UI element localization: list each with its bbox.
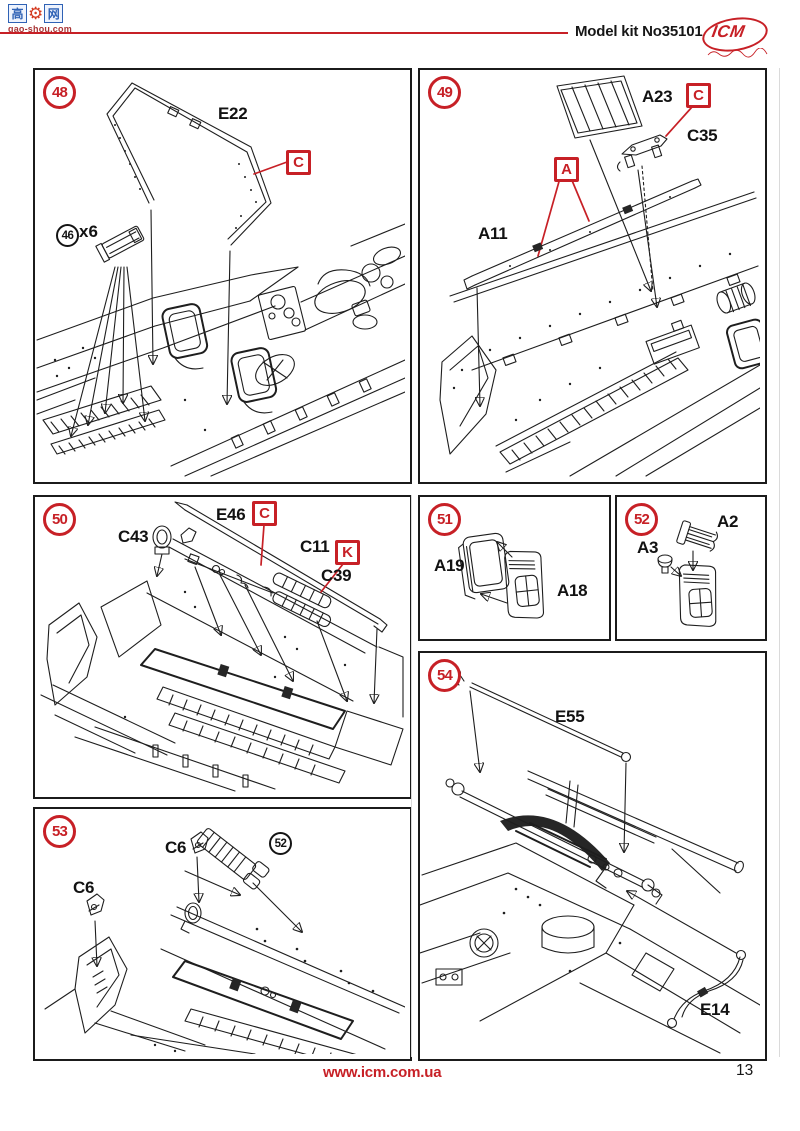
part-label-c35: C35 <box>687 126 718 145</box>
clamp-c43 <box>152 525 172 555</box>
clamp-c6-left <box>86 893 105 916</box>
chassis-drawing <box>40 538 404 792</box>
callout-c-50: C <box>252 501 277 526</box>
kit-number: Model kit No35101 <box>575 23 703 40</box>
bracket-c35 <box>616 134 668 172</box>
part-label-a3: A3 <box>637 538 659 557</box>
step-number-48: 48 <box>43 76 76 109</box>
step-50-panel: 50 C43 E46 C C11 K C39 <box>33 495 412 799</box>
step-53-panel: 53 C6 C6 52 <box>33 807 412 1061</box>
watermark-char-left: 高 <box>8 4 27 23</box>
part-label-a2: A2 <box>717 512 739 531</box>
step52-artwork <box>657 520 718 627</box>
jerrycan <box>678 564 717 627</box>
arrows <box>157 553 377 703</box>
callout-c-49: C <box>686 83 711 108</box>
step-54-panel: 54 E55 E14 <box>418 651 767 1061</box>
scan-artifact-line-middle <box>411 495 412 1057</box>
part-label-c43: C43 <box>118 527 149 546</box>
scan-artifact-line-right <box>779 68 780 1057</box>
arrows <box>71 209 230 436</box>
step-49-panel: 49 A23 C C35 A A11 <box>418 68 767 484</box>
engine-drum <box>716 282 756 314</box>
holder-frame-a19 <box>458 532 510 600</box>
step-number-49: 49 <box>428 76 461 109</box>
step-51-panel: 51 A19 A18 <box>418 495 611 641</box>
small-clamp <box>180 527 197 544</box>
chassis-hull <box>420 842 760 1054</box>
icm-logo-text: ICM <box>710 22 747 41</box>
callout-c-48: C <box>286 150 311 175</box>
step50-artwork <box>40 501 404 792</box>
part-label-a23: A23 <box>642 87 673 106</box>
gear-icon: ⚙ <box>28 4 44 23</box>
arrows <box>469 690 737 954</box>
jerrycan-assembly-52 <box>196 828 270 890</box>
step51-artwork <box>458 532 545 619</box>
clamp-part-46 <box>95 225 145 263</box>
part-label-e14: E14 <box>700 1000 730 1019</box>
step-number-50: 50 <box>43 503 76 536</box>
step-number-54: 54 <box>428 659 461 692</box>
cap-a3 <box>657 554 673 574</box>
part-label-c11: C11 <box>300 537 330 556</box>
callout-a-49: A <box>554 157 579 182</box>
part-label-e22: E22 <box>218 104 248 123</box>
part-label-e55: E55 <box>555 707 585 726</box>
windshield-frame-e22 <box>106 82 272 246</box>
part-label-a18: A18 <box>557 581 588 600</box>
step-number-53: 53 <box>43 815 76 848</box>
chassis-drawing <box>439 191 760 477</box>
icm-tagline-script <box>707 48 768 58</box>
jerrycan-a18 <box>504 550 545 619</box>
step53-artwork <box>44 828 405 1054</box>
quantity-x6: x6 <box>79 222 98 241</box>
step49-artwork <box>439 75 760 477</box>
ref-circle-46: 46 <box>56 224 79 247</box>
rod-e46 <box>184 553 274 597</box>
tie-rod-e55 <box>447 663 632 763</box>
step-number-51: 51 <box>428 503 461 536</box>
part-label-a19: A19 <box>434 556 465 575</box>
part-label-a11: A11 <box>478 224 508 243</box>
link-rod-e14 <box>666 949 747 1029</box>
clamp-a2 <box>676 520 718 552</box>
watermark-site: gao-shou.com <box>8 24 72 34</box>
ref-circle-52: 52 <box>269 832 292 855</box>
grille-plate-a23 <box>556 75 643 139</box>
chassis-drawing <box>36 223 405 477</box>
step-52-panel: 52 A3 A2 <box>615 495 767 641</box>
arrows <box>95 856 302 966</box>
icm-logo: ICM <box>699 13 772 58</box>
watermark-logo: 高 ⚙ 网 gao-shou.com <box>8 4 118 34</box>
chassis-drawing <box>44 902 405 1054</box>
part-label-c6-upper: C6 <box>165 838 187 857</box>
part-label-c39: C39 <box>321 566 352 585</box>
front-axle-assembly <box>445 770 744 905</box>
part-label-e46: E46 <box>216 505 246 524</box>
plate-a11 <box>463 178 702 290</box>
step48-artwork <box>36 82 405 477</box>
step-48-panel: 48 E22 C 46 x6 <box>33 68 412 484</box>
page-number: 13 <box>736 1062 754 1079</box>
part-label-c6-left: C6 <box>73 878 95 897</box>
step-number-52: 52 <box>625 503 658 536</box>
clamp-c6-upper <box>190 831 209 854</box>
website-url: www.icm.com.ua <box>323 1064 442 1081</box>
watermark-char-right: 网 <box>44 4 64 23</box>
step54-artwork <box>420 663 760 1054</box>
rail-c11 <box>174 501 388 633</box>
callout-k-50: K <box>335 540 360 565</box>
cylinders-c39 <box>272 572 332 628</box>
header-rule <box>0 32 568 34</box>
